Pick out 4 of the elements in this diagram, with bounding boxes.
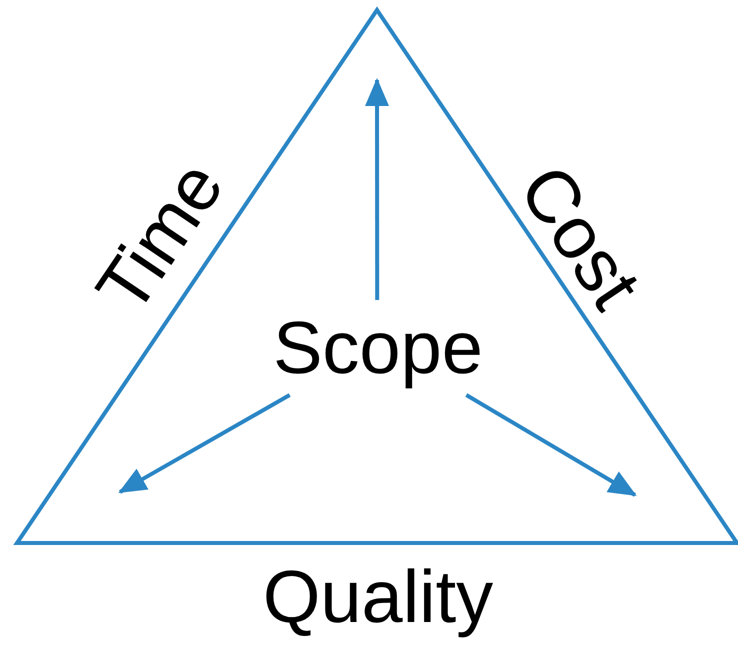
side-label: Quality — [262, 555, 494, 638]
arrow — [365, 78, 390, 300]
arrow — [118, 393, 291, 494]
arrow — [465, 393, 637, 497]
